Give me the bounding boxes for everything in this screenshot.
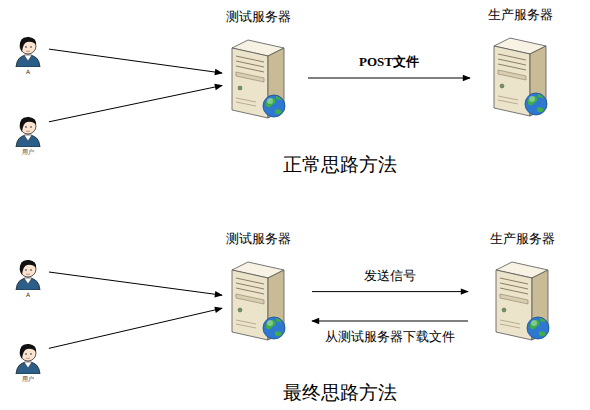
- user-node: A: [11, 256, 45, 300]
- user-icon: [11, 340, 45, 374]
- user-icon: [11, 33, 45, 67]
- server-icon: [488, 34, 552, 118]
- edge-label: 从测试服务器下载文件: [325, 329, 455, 345]
- server-node: 测试服务器: [226, 258, 290, 342]
- server-name: 测试服务器: [196, 231, 320, 247]
- server-node: 生产服务器: [488, 34, 552, 118]
- server-graphic: [232, 40, 285, 118]
- user-icon: [11, 256, 45, 290]
- user-name: A: [1, 291, 55, 299]
- arrow-connector: [49, 308, 222, 348]
- arrow-connector: [312, 321, 468, 322]
- server-name: 测试服务器: [196, 9, 320, 25]
- server-icon: [490, 258, 554, 342]
- section-caption: 最终思路方法: [283, 382, 397, 404]
- arrow-connector: [49, 49, 222, 73]
- server-icon: [226, 258, 290, 342]
- server-name: 生产服务器: [458, 7, 582, 23]
- arrow-connector: [312, 291, 468, 292]
- server-icon: [226, 36, 290, 120]
- server-graphic: [496, 262, 549, 340]
- user-node: 用户: [11, 113, 45, 157]
- user-graphic: [16, 37, 40, 67]
- user-name: 用户: [1, 148, 55, 156]
- server-node: 测试服务器: [226, 36, 290, 120]
- server-graphic: [232, 262, 285, 340]
- arrow-connector: [49, 272, 222, 295]
- section-caption: 正常思路方法: [283, 154, 397, 176]
- server-graphic: [494, 38, 547, 116]
- arrow-connector: [49, 86, 222, 122]
- user-graphic: [16, 117, 40, 147]
- user-graphic: [16, 260, 40, 290]
- user-node: 用户: [11, 340, 45, 384]
- server-name: 生产服务器: [460, 231, 584, 247]
- user-name: 用户: [1, 375, 55, 383]
- user-node: A: [11, 33, 45, 77]
- arrow-connector: [308, 78, 470, 79]
- edge-label: POST文件: [359, 54, 419, 70]
- user-icon: [11, 113, 45, 147]
- user-name: A: [1, 68, 55, 76]
- user-graphic: [16, 344, 40, 374]
- server-node: 生产服务器: [490, 258, 554, 342]
- edge-label: 发送信号: [364, 268, 416, 284]
